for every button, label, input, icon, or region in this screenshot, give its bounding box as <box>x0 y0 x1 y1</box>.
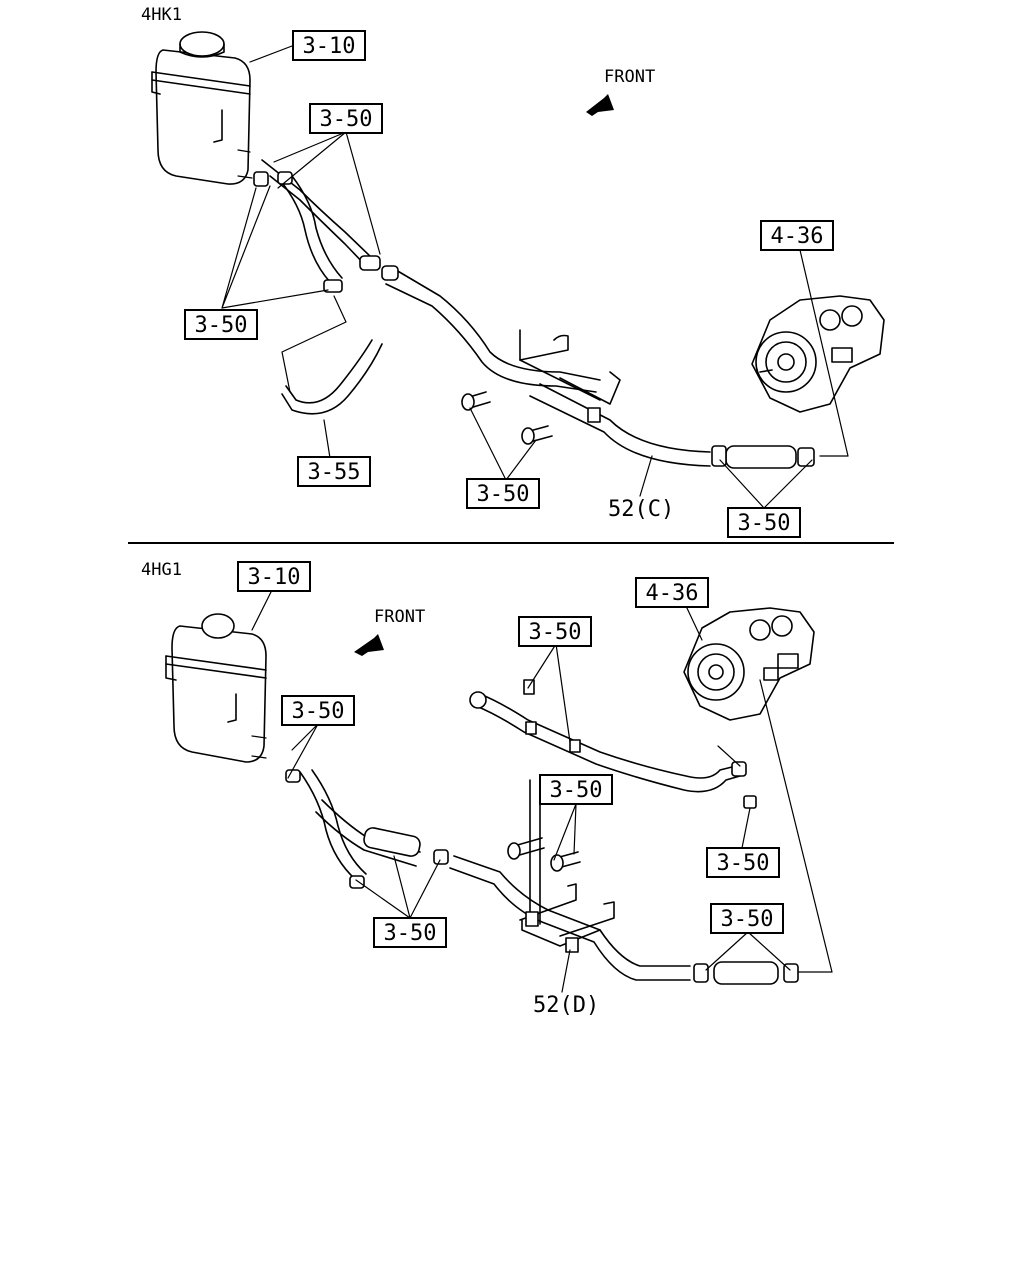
svg-text:3-55: 3-55 <box>308 460 361 485</box>
power-steering-pump-bottom <box>683 607 815 721</box>
callout-3-55-top: 3-55 <box>297 456 371 487</box>
callout-3-50-d-top: 3-50 <box>727 507 801 538</box>
callout-3-50-b-top: 3-50 <box>184 309 258 340</box>
bracket-bottom <box>507 679 615 953</box>
callout-3-50-f-bottom: 3-50 <box>710 903 784 934</box>
front-arrow-bottom: FRONT <box>354 607 425 656</box>
callout-3-50-a-bottom: 3-50 <box>281 695 355 726</box>
svg-text:3-50: 3-50 <box>550 778 603 803</box>
engine-label-4hk1: 4HK1 <box>141 5 182 25</box>
callout-3-50-c-bottom: 3-50 <box>539 774 613 805</box>
callout-4-36-bottom: 4-36 <box>635 577 709 608</box>
callout-4-36-top: 4-36 <box>760 220 834 251</box>
svg-text:3-50: 3-50 <box>721 907 774 932</box>
callout-3-10-top: 3-10 <box>292 30 366 61</box>
svg-text:3-50: 3-50 <box>292 699 345 724</box>
reservoir-tank-bottom <box>165 613 267 763</box>
svg-text:3-50: 3-50 <box>477 482 530 507</box>
hoses-bottom <box>285 691 799 985</box>
reservoir-tank-top <box>151 31 253 185</box>
front-label-bottom: FRONT <box>374 607 425 627</box>
callout-3-50-d-bottom: 3-50 <box>706 847 780 878</box>
svg-text:3-10: 3-10 <box>303 34 356 59</box>
callout-3-50-b-bottom: 3-50 <box>518 616 592 647</box>
part-label-52d: 52(D) <box>533 993 599 1018</box>
svg-text:3-50: 3-50 <box>717 851 770 876</box>
svg-text:3-50: 3-50 <box>384 921 437 946</box>
callout-3-10-bottom: 3-10 <box>237 561 311 592</box>
leader-lines-bottom <box>251 589 833 993</box>
svg-text:4-36: 4-36 <box>771 224 824 249</box>
engine-label-4hg1: 4HG1 <box>141 560 182 580</box>
part-label-52c: 52(C) <box>608 497 674 522</box>
bracket-top <box>461 329 621 445</box>
svg-text:3-50: 3-50 <box>195 313 248 338</box>
front-label-top: FRONT <box>604 67 655 87</box>
leader-lines-top <box>221 45 849 509</box>
svg-text:3-50: 3-50 <box>738 511 791 536</box>
hoses-top <box>253 159 815 469</box>
svg-text:4-36: 4-36 <box>646 581 699 606</box>
callout-3-50-a-top: 3-50 <box>309 103 383 134</box>
front-arrow-top: FRONT <box>586 67 655 116</box>
power-steering-pump-top <box>751 295 885 413</box>
svg-text:3-50: 3-50 <box>529 620 582 645</box>
svg-text:3-50: 3-50 <box>320 107 373 132</box>
svg-text:3-10: 3-10 <box>248 565 301 590</box>
callout-3-50-e-bottom: 3-50 <box>373 917 447 948</box>
callout-3-50-c-top: 3-50 <box>466 478 540 509</box>
